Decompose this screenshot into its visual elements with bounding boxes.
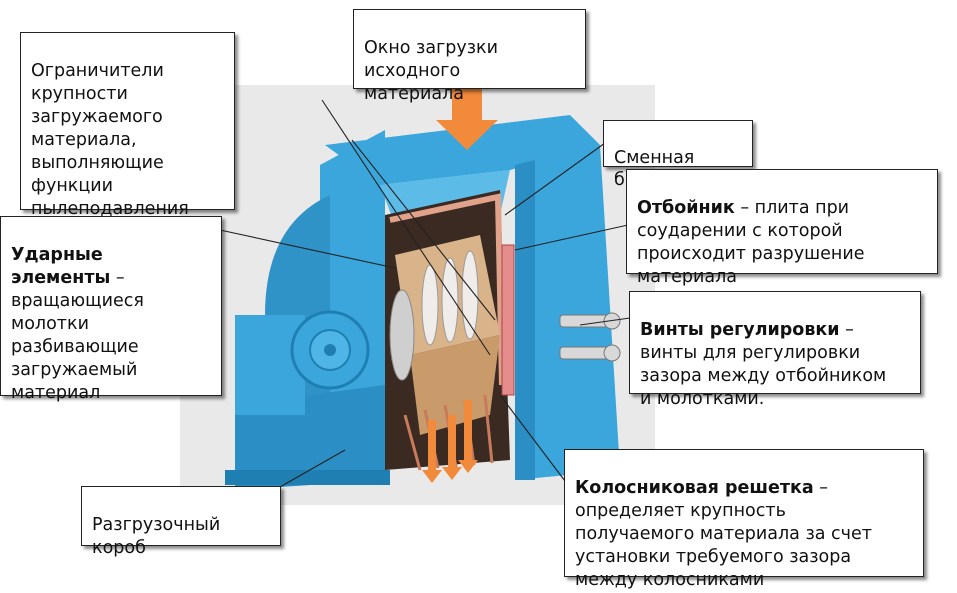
breaker-desc: – плита при соударении с которой происхо… (637, 198, 865, 287)
impact-desc: – вращающиеся молотки разбивающие загруж… (11, 268, 144, 403)
breaker-term: Отбойник (637, 198, 735, 218)
callout-impact: Ударные элементы – вращающиеся молотки р… (0, 216, 222, 403)
impact-term: Ударные элементы (11, 245, 111, 288)
callout-limiters: Ограничители крупности загружаемого мате… (20, 32, 235, 219)
callout-grate: Колосниковая решетка – определяет крупно… (564, 449, 924, 590)
discharge-arrows (422, 400, 478, 483)
grate-desc: – определяет крупность получаемого матер… (575, 478, 872, 590)
callout-feed-window: Окно загрузки исходного материала (353, 9, 586, 104)
grate-term: Колосниковая решетка (575, 478, 814, 498)
bearing-support (235, 315, 305, 415)
screws-term: Винты регулировки (640, 320, 840, 340)
callout-breaker: Отбойник – плита при соударении с которо… (626, 169, 938, 287)
crusher-illustration (180, 85, 655, 505)
breaker-plate (501, 244, 515, 396)
limiters-text: Ограничители крупности загружаемого мате… (31, 61, 189, 219)
callout-discharge: Разгрузочный короб (81, 486, 281, 558)
callout-liner: Сменная броня (603, 120, 753, 190)
discharge-text: Разгрузочный короб (92, 515, 221, 558)
screws-desc: – винты для регулировки зазора между отб… (640, 320, 887, 409)
base-plate (225, 470, 390, 485)
callout-screws: Винты регулировки – винты для регулировк… (629, 291, 921, 409)
feed-window-text: Окно загрузки исходного материала (364, 38, 498, 104)
